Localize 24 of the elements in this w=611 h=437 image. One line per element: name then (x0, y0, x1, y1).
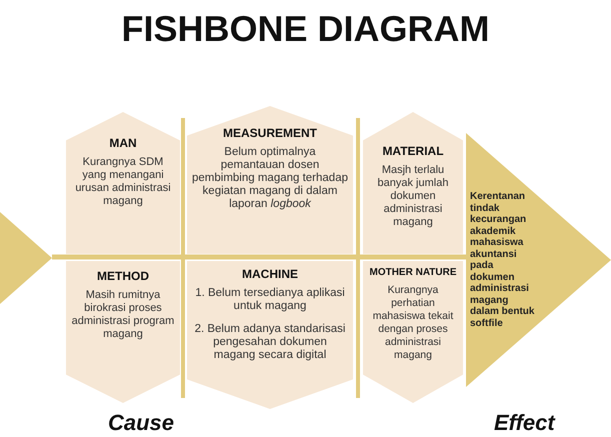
category-box (363, 112, 463, 254)
category-heading: MATERIAL (382, 144, 444, 158)
cause-text: 1. Belum tersedianya aplikasi untuk magang (194, 287, 346, 313)
cause-text: Masjh terlalu banyak jumlah dokumen administrasi magang (376, 164, 450, 229)
title: FISHBONE DIAGRAM (120, 8, 490, 50)
category-box (66, 112, 180, 254)
category-box (187, 261, 353, 409)
category-heading: MAN (109, 136, 137, 150)
effect-text: Kerentanan tindak kecurangan akademik mahasiswa akuntansi pada dokumen administrasi magang dalam bentuk softfile (470, 191, 536, 329)
cause-text: Kurangnya SDM yang menangani urusan administrasi magang (74, 156, 172, 208)
section-label: Effect (494, 410, 555, 436)
category-heading: METHOD (97, 269, 149, 283)
category-box (363, 261, 463, 403)
category-heading: MOTHER NATURE (369, 267, 457, 278)
category-box (66, 261, 180, 403)
category-box (187, 106, 353, 254)
category-heading: MACHINE (242, 267, 298, 281)
section-label: Cause (108, 410, 174, 436)
cause-text: Masih rumitnya birokrasi proses administrasi program magang (71, 289, 175, 341)
spine-line (52, 254, 466, 260)
cause-text: 2. Belum adanya standarisasi pengesahan dokumen magang secara digital (194, 323, 346, 362)
cause-text: Kurangnya perhatian mahasiswa tekait dengan proses administrasi magang (372, 284, 454, 362)
category-heading: MEASUREMENT (222, 126, 317, 140)
cause-text: Belum optimalnya pemantauan dosen pembimbing magang terhadap kegiatan magang di dalam laporan logbook (192, 146, 348, 211)
